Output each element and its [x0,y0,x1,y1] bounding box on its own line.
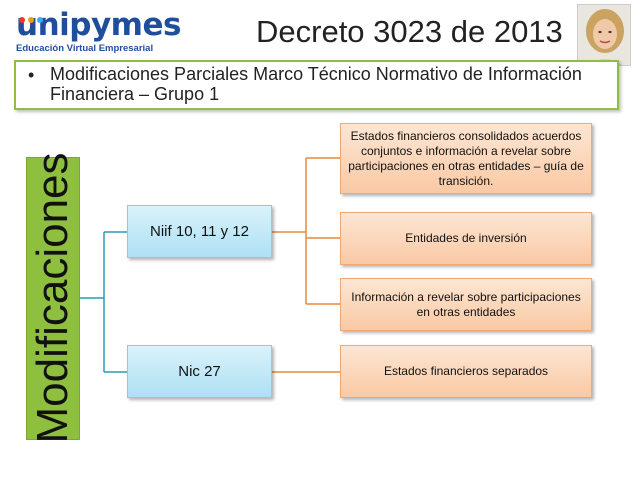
branch-niif: Niif 10, 11 y 12 [127,205,272,258]
bullet-dot-icon: • [28,65,35,85]
slide-title: Decreto 3023 de 2013 [256,14,563,49]
unipymes-logo: unipymes Educación Virtual Empresarial [16,7,181,58]
logo-dot-blue [37,17,43,23]
leaf-estados-separados: Estados financieros separados [340,345,592,398]
leaf-connector [272,157,340,373]
leaf-informacion-revelar: Información a revelar sobre participacio… [340,278,592,331]
branch-nic: Nic 27 [127,345,272,398]
leaf-entidades-inversion: Entidades de inversión [340,212,592,265]
logo-tagline: Educación Virtual Empresarial [16,43,154,54]
logo-dot-orange [28,17,34,23]
root-box [26,157,80,440]
bullet-box: • Modificaciones Parciales Marco Técnico… [14,60,619,110]
root-connector [80,231,127,373]
logo-dots [19,10,46,28]
bullet-text: Modificaciones Parciales Marco Técnico N… [50,64,582,104]
leaf-estados-consolidados: Estados financieros consolidados acuerdo… [340,123,592,194]
logo-dot-red [19,17,25,23]
logo-wordmark: unipymes [16,7,181,43]
